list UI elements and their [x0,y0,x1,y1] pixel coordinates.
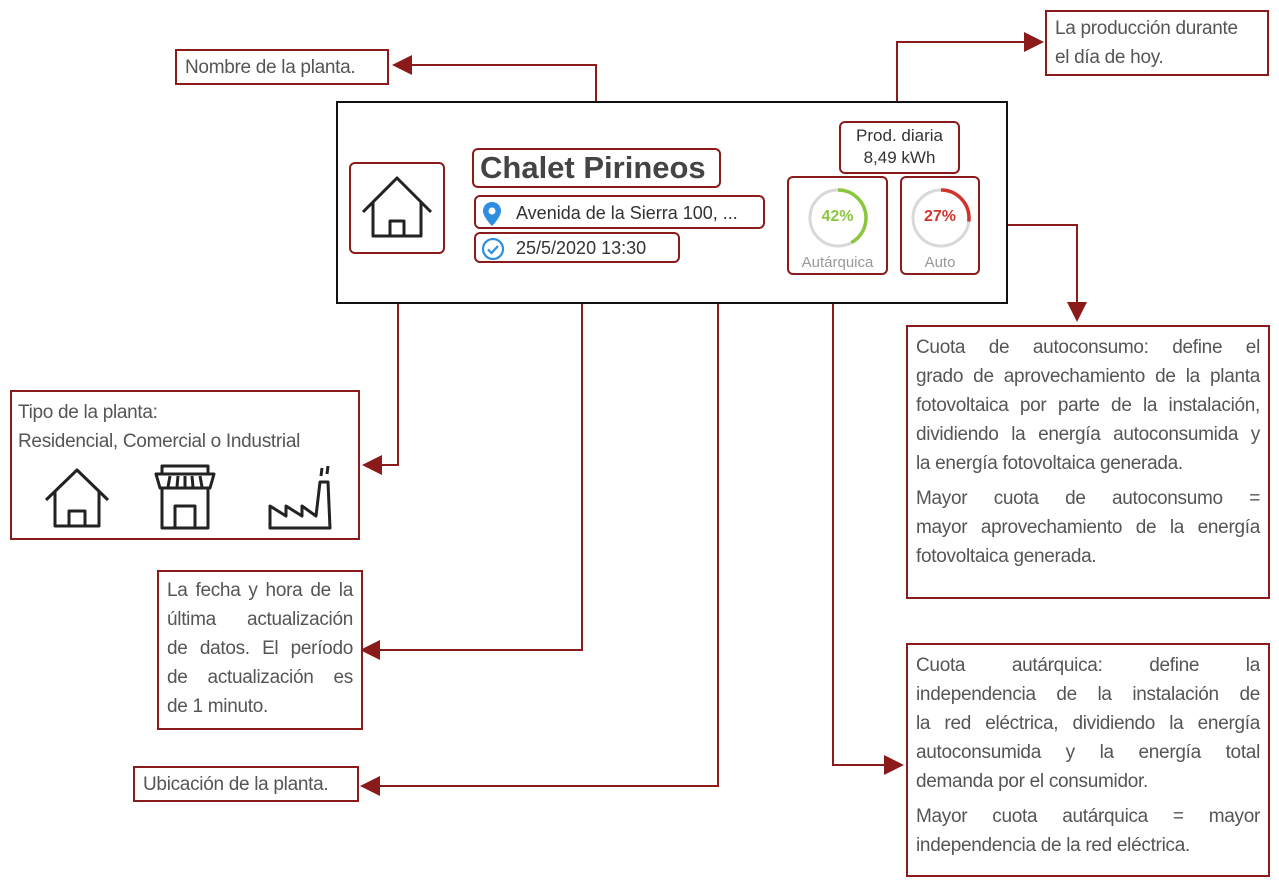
check-circle-icon [481,237,505,261]
annotation-plant-type-list: Residencial, Comercial o Industrial [18,431,301,452]
annotation-plant-type: Tipo de la planta: Residencial, Comercia… [10,390,360,540]
annotation-autoconsumo-line-5: la energía fotovoltaica generada. [916,453,1183,474]
annotation-autoconsumo-more-1: Mayor cuota de autoconsumo = [916,488,1260,509]
location-pin-icon [483,202,501,226]
autoconsumo-percent: 27% [923,208,957,225]
datetime-box: 25/5/2020 13:30 [474,232,680,263]
autarquica-gauge [808,188,868,248]
annotation-autoconsumo-line-3: fotovoltaica por parte de la instalación… [916,395,1260,416]
annotation-location: Ubicación de la planta. [133,766,359,802]
house-icon [361,176,433,238]
annotation-datetime-line-5: de 1 minuto. [167,696,268,717]
autarquica-label: Autárquica [801,254,874,271]
annotation-plant-name-text: Nombre de la planta. [185,57,356,78]
annotation-autarquica-line-5: demanda por el consumidor. [916,771,1148,792]
residential-icon [44,468,110,528]
annotation-autarquica-line-3: la red eléctrica, dividiendo la energía [916,713,1260,734]
daily-production-label: Prod. diaria [856,126,943,145]
plant-type-icon-box [349,162,445,254]
annotation-autoconsumo-more-3: fotovoltaica generada. [916,546,1097,567]
annotation-datetime-line-3: de datos. El período [167,638,353,659]
annotation-autoconsumo-line-1: Cuota de autoconsumo: define el [916,337,1260,358]
plant-name-box: Chalet Pirineos [472,148,721,188]
autoconsumo-gauge-box: 27% Auto [900,176,980,275]
commercial-icon [154,464,216,530]
autarquica-gauge-box: 42% Autárquica [787,176,888,275]
annotation-datetime: La fecha y hora de la última actualizaci… [157,570,363,730]
autarquica-percent: 42% [821,208,854,225]
plant-name: Chalet Pirineos [480,150,706,185]
industrial-icon [268,465,332,530]
annotation-plant-type-title: Tipo de la planta: [18,402,158,423]
plant-address: Avenida de la Sierra 100, ... [516,203,738,223]
annotation-production-line-2: el día de hoy. [1055,47,1164,68]
connector-autarquica [832,276,904,775]
annotation-autoconsumo-more-2: mayor aprovechamiento de la energía [916,517,1260,538]
annotation-production: La producción durante el día de hoy. [1045,10,1269,76]
annotation-plant-name: Nombre de la planta. [175,49,389,85]
annotation-location-text: Ubicación de la planta. [143,774,329,795]
autoconsumo-label: Auto [924,254,956,271]
annotation-autoconsumo-line-4: dividiendo la energía autoconsumida y [916,424,1260,445]
annotation-production-line-1: La producción durante [1055,18,1238,39]
connector-datetime [360,266,583,660]
autoconsumo-gauge [911,188,971,248]
address-box: Avenida de la Sierra 100, ... [474,195,765,229]
daily-production-value: 8,49 kWh [863,148,936,167]
annotation-autarquica-more-2: independencia de la red eléctrica. [916,835,1190,856]
annotation-datetime-line-1: La fecha y hora de la [167,580,353,601]
annotation-datetime-line-4: de actualización es [167,667,353,688]
annotation-autarquica: Cuota autárquica: define la independenci… [906,643,1270,877]
annotation-autarquica-line-2: independencia de la instalación de [916,684,1260,705]
annotation-datetime-line-2: última actualización [167,609,353,630]
annotation-autoconsumo-line-2: grado de aprovechamiento de la planta [916,366,1260,387]
daily-production-box: Prod. diaria 8,49 kWh [839,121,960,174]
connector-location [360,228,719,796]
last-update-datetime: 25/5/2020 13:30 [516,238,647,258]
annotation-autarquica-line-4: autoconsumida y la energía total [916,742,1260,763]
annotation-autoconsumo: Cuota de autoconsumo: define el grado de… [906,325,1270,599]
annotation-autarquica-line-1: Cuota autárquica: define la [916,655,1260,676]
annotation-autarquica-more-1: Mayor cuota autárquica = mayor [916,806,1260,827]
